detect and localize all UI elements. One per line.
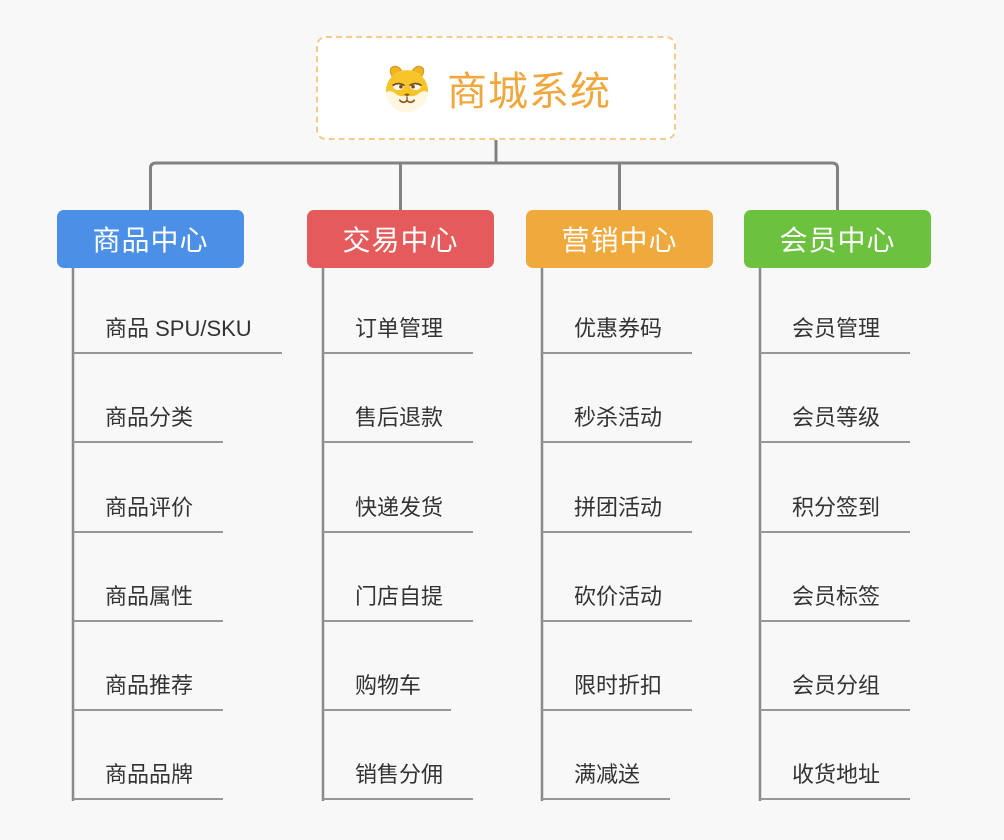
- leaf-node[interactable]: 砍价活动: [542, 582, 693, 622]
- branch-node[interactable]: 会员中心: [744, 210, 931, 268]
- branch-node[interactable]: 商品中心: [57, 210, 244, 268]
- leaf-node[interactable]: 会员管理: [760, 314, 911, 354]
- branch-label: 商品中心: [92, 225, 209, 256]
- leaf-node[interactable]: 商品属性: [73, 582, 224, 622]
- leaf-node[interactable]: 会员分组: [760, 671, 911, 711]
- leaf-node[interactable]: 限时折扣: [542, 671, 693, 711]
- leaf-node[interactable]: 购物车: [323, 671, 452, 711]
- root-title: 商城系统: [447, 70, 611, 114]
- branch-label: 交易中心: [342, 225, 459, 256]
- leaf-node[interactable]: 商品评价: [73, 493, 224, 533]
- leaf-node[interactable]: 收货地址: [760, 760, 911, 800]
- leaf-node[interactable]: 商品 SPU/SKU: [73, 314, 282, 354]
- leaf-node[interactable]: 商品品牌: [73, 760, 224, 800]
- leaf-node[interactable]: 门店自提: [323, 582, 474, 622]
- leaf-node[interactable]: 售后退款: [323, 403, 474, 443]
- leaf-node[interactable]: 快递发货: [323, 493, 474, 533]
- branch-node[interactable]: 营销中心: [526, 210, 713, 268]
- leaf-node[interactable]: 会员等级: [760, 403, 911, 443]
- branch-label: 营销中心: [561, 225, 678, 256]
- leaf-node[interactable]: 订单管理: [323, 314, 474, 354]
- leaf-node[interactable]: 拼团活动: [542, 493, 693, 533]
- leaf-node[interactable]: 商品推荐: [73, 671, 224, 711]
- shiba-dog-icon: [381, 62, 433, 114]
- branch-label: 会员中心: [779, 225, 896, 256]
- root-node[interactable]: 商城系统: [316, 36, 676, 140]
- leaf-node[interactable]: 会员标签: [760, 582, 911, 622]
- leaf-node[interactable]: 销售分佣: [323, 760, 474, 800]
- leaf-node[interactable]: 优惠券码: [542, 314, 693, 354]
- leaf-node[interactable]: 满减送: [542, 760, 671, 800]
- leaf-node[interactable]: 积分签到: [760, 493, 911, 533]
- branch-node[interactable]: 交易中心: [307, 210, 494, 268]
- leaf-node[interactable]: 秒杀活动: [542, 403, 693, 443]
- leaf-node[interactable]: 商品分类: [73, 403, 224, 443]
